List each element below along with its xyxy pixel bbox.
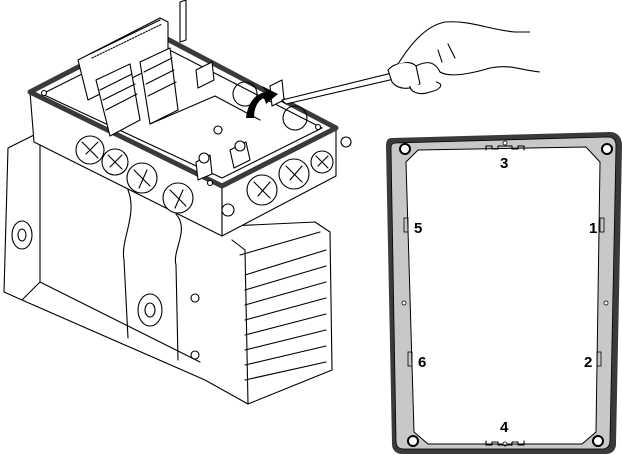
curved-arrow-icon (246, 86, 278, 118)
screwdriver-icon (281, 72, 395, 105)
gasket-callout-6: 6 (418, 354, 426, 371)
gasket-callout-5: 5 (414, 220, 422, 237)
gasket-opening (405, 146, 601, 445)
gasket-callout-3: 3 (500, 155, 508, 172)
drive-unit (3, 0, 352, 405)
hand-icon (397, 21, 541, 95)
gasket-callout-4: 4 (500, 419, 509, 436)
cable-glands (75, 135, 334, 214)
terminal-box (27, 0, 352, 237)
gasket-callout-2: 2 (584, 354, 592, 371)
gasket-callout-1: 1 (589, 220, 597, 237)
hand-with-screwdriver (246, 21, 541, 118)
gasket-diagram: 3 5 1 6 2 4 (386, 132, 622, 454)
